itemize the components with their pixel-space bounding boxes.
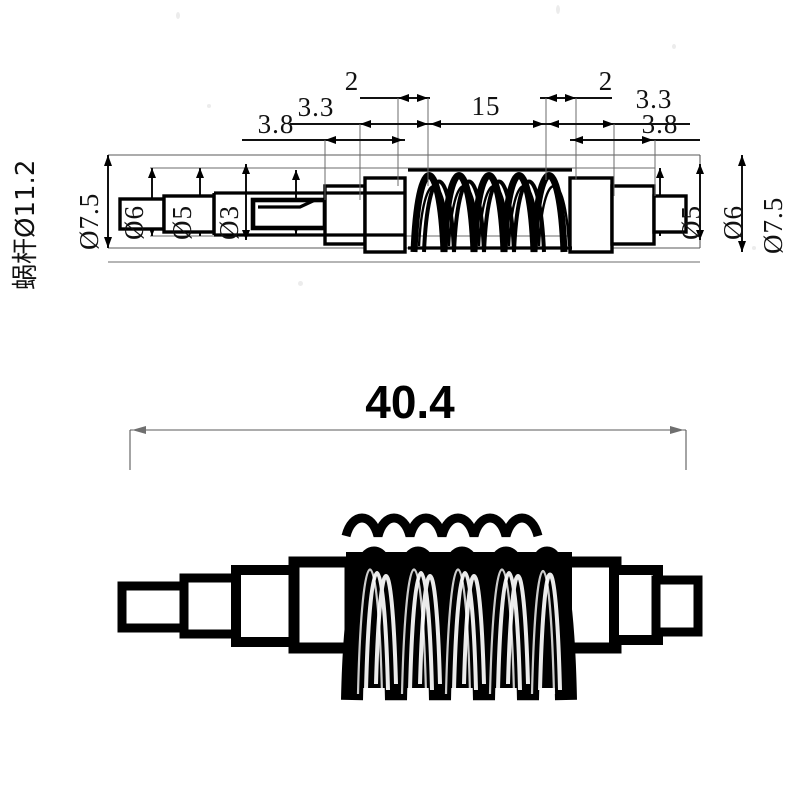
linear-dimensions-left bbox=[242, 94, 430, 200]
worm-shaft-photo bbox=[117, 513, 703, 701]
shaft-profile bbox=[118, 176, 688, 254]
scan-speckle bbox=[298, 281, 303, 286]
scan-speckle bbox=[672, 44, 676, 49]
scan-speckle bbox=[556, 5, 560, 14]
center-dim-label-15: 15 bbox=[472, 91, 501, 121]
diameter-label-7p5-left: Ø7.5 bbox=[74, 193, 104, 250]
worm-thread-photo bbox=[341, 513, 577, 701]
linear-dimensions-right bbox=[540, 94, 700, 196]
linear-dim-3p3-left: 3.3 bbox=[298, 92, 335, 122]
overall-length-dimension bbox=[129, 426, 687, 470]
scan-speckle bbox=[176, 12, 180, 19]
worm-thread-top-view bbox=[408, 168, 572, 253]
scan-speckle bbox=[207, 104, 211, 108]
center-dimension-15 bbox=[428, 120, 546, 128]
bottom-view-group: 40.4 bbox=[117, 376, 703, 701]
scan-speckle bbox=[752, 246, 756, 250]
overall-length-label: 40.4 bbox=[365, 376, 455, 428]
diameter-label-6-left: Ø6 bbox=[119, 205, 149, 240]
linear-dim-3p8-left: 3.8 bbox=[258, 109, 295, 139]
diameter-label-3-left: Ø3 bbox=[214, 205, 244, 240]
diameter-label-5-left: Ø5 bbox=[167, 205, 197, 240]
worm-part-label: 蜗杆Ø11.2 bbox=[11, 160, 41, 290]
diameter-label-5-right: Ø5 bbox=[676, 205, 706, 240]
linear-dim-2-left: 2 bbox=[345, 66, 360, 96]
linear-dim-3p3-right: 3.3 bbox=[636, 84, 673, 114]
top-view-group: 蜗杆Ø11.2 Ø7.5 Ø6 Ø5 Ø3 Ø5 Ø6 Ø7.5 2 3.3 3… bbox=[11, 66, 788, 290]
diameter-label-7p5-right: Ø7.5 bbox=[758, 197, 788, 254]
linear-dim-2-right: 2 bbox=[599, 66, 614, 96]
linear-dim-3p8-right: 3.8 bbox=[642, 109, 679, 139]
diameter-label-6-right: Ø6 bbox=[718, 205, 748, 240]
